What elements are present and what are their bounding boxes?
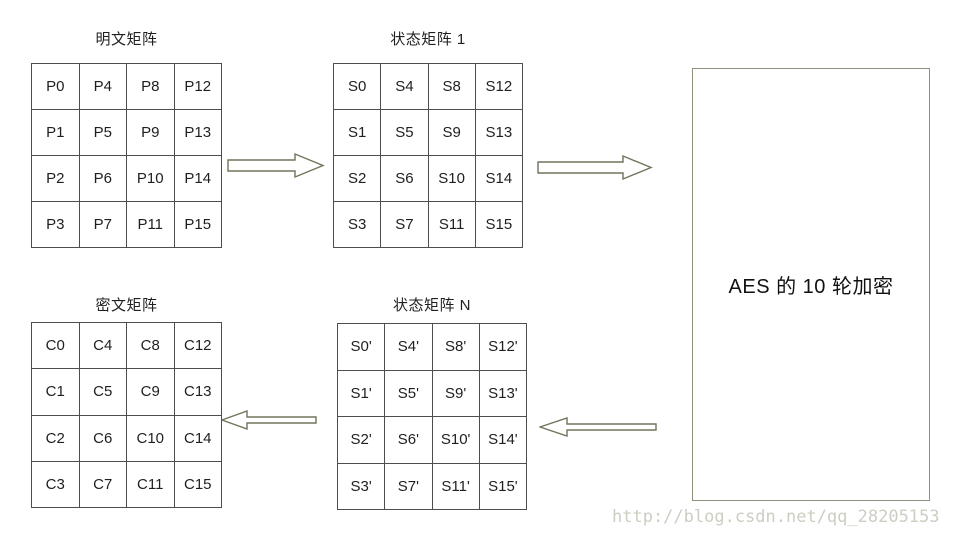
matrix-cell: S5' (385, 370, 432, 416)
matrix-cell: S5 (381, 110, 428, 155)
matrix-cell: S2 (334, 156, 381, 201)
matrix-cell: S4' (385, 324, 432, 370)
matrix-cell: C12 (174, 323, 221, 369)
matrix-cell: P8 (127, 64, 174, 109)
arrow-right-state1-to-aes-icon (537, 154, 653, 181)
matrix-cell: S14 (475, 156, 522, 201)
matrix-cell: S7 (381, 202, 428, 247)
matrix-cell: P7 (79, 202, 126, 247)
matrix-cell: C10 (127, 415, 174, 461)
matrix-cell: S15' (479, 463, 526, 509)
arrow-left-stateN-to-ciphertext-icon (221, 410, 317, 430)
matrix-cell: C7 (79, 461, 126, 507)
matrix-cell: S9 (428, 110, 475, 155)
matrix-cell: S10 (428, 156, 475, 201)
state-matrix-n-title: 状态矩阵 N (392, 297, 471, 314)
plaintext-matrix-title: 明文矩阵 (95, 31, 158, 48)
matrix-cell: C8 (127, 323, 174, 369)
matrix-cell: P1 (32, 110, 79, 155)
matrix-cell: C14 (174, 415, 221, 461)
matrix-cell: C2 (32, 415, 79, 461)
matrix-cell: S1' (338, 370, 385, 416)
matrix-cell: P2 (32, 156, 79, 201)
matrix-cell: S12' (479, 324, 526, 370)
ciphertext-matrix-title: 密文矩阵 (95, 297, 158, 314)
matrix-cell: S3' (338, 463, 385, 509)
matrix-cell: S10' (432, 417, 479, 463)
matrix-cell: S14' (479, 417, 526, 463)
matrix-cell: P5 (79, 110, 126, 155)
matrix-cell: P15 (174, 202, 221, 247)
matrix-cell: S2' (338, 417, 385, 463)
matrix-cell: S13' (479, 370, 526, 416)
matrix-cell: P12 (174, 64, 221, 109)
matrix-cell: S0' (338, 324, 385, 370)
matrix-cell: S3 (334, 202, 381, 247)
matrix-cell: C15 (174, 461, 221, 507)
matrix-cell: S0 (334, 64, 381, 109)
state-matrix-1-title: 状态矩阵 1 (390, 31, 466, 48)
aes-rounds-box: AES 的 10 轮加密 (692, 68, 930, 501)
matrix-cell: S15 (475, 202, 522, 247)
matrix-cell: S12 (475, 64, 522, 109)
matrix-cell: P0 (32, 64, 79, 109)
state-matrix-n-table: S0'S4'S8'S12' S1'S5'S9'S13' S2'S6'S10'S14'… (337, 323, 527, 510)
matrix-cell: S13 (475, 110, 522, 155)
matrix-cell: S6 (381, 156, 428, 201)
matrix-cell: P11 (127, 202, 174, 247)
matrix-cell: S8 (428, 64, 475, 109)
matrix-cell: P9 (127, 110, 174, 155)
matrix-cell: S1 (334, 110, 381, 155)
matrix-cell: S4 (381, 64, 428, 109)
matrix-cell: P4 (79, 64, 126, 109)
matrix-cell: C5 (79, 369, 126, 415)
matrix-cell: P14 (174, 156, 221, 201)
matrix-cell: S6' (385, 417, 432, 463)
matrix-cell: S11' (432, 463, 479, 509)
matrix-cell: P3 (32, 202, 79, 247)
watermark-url: http://blog.csdn.net/qq_28205153 (612, 507, 940, 527)
matrix-cell: C0 (32, 323, 79, 369)
matrix-cell: P6 (79, 156, 126, 201)
matrix-cell: S7' (385, 463, 432, 509)
matrix-cell: C4 (79, 323, 126, 369)
matrix-cell: P13 (174, 110, 221, 155)
matrix-cell: C9 (127, 369, 174, 415)
matrix-cell: S11 (428, 202, 475, 247)
matrix-cell: C11 (127, 461, 174, 507)
aes-rounds-label: AES 的 10 轮加密 (728, 276, 894, 298)
matrix-cell: C3 (32, 461, 79, 507)
arrow-right-plaintext-to-state1-icon (227, 152, 325, 179)
matrix-cell: S8' (432, 324, 479, 370)
matrix-cell: S9' (432, 370, 479, 416)
arrow-left-aes-to-stateN-icon (539, 417, 657, 437)
matrix-cell: C13 (174, 369, 221, 415)
matrix-cell: P10 (127, 156, 174, 201)
matrix-cell: C6 (79, 415, 126, 461)
matrix-cell: C1 (32, 369, 79, 415)
